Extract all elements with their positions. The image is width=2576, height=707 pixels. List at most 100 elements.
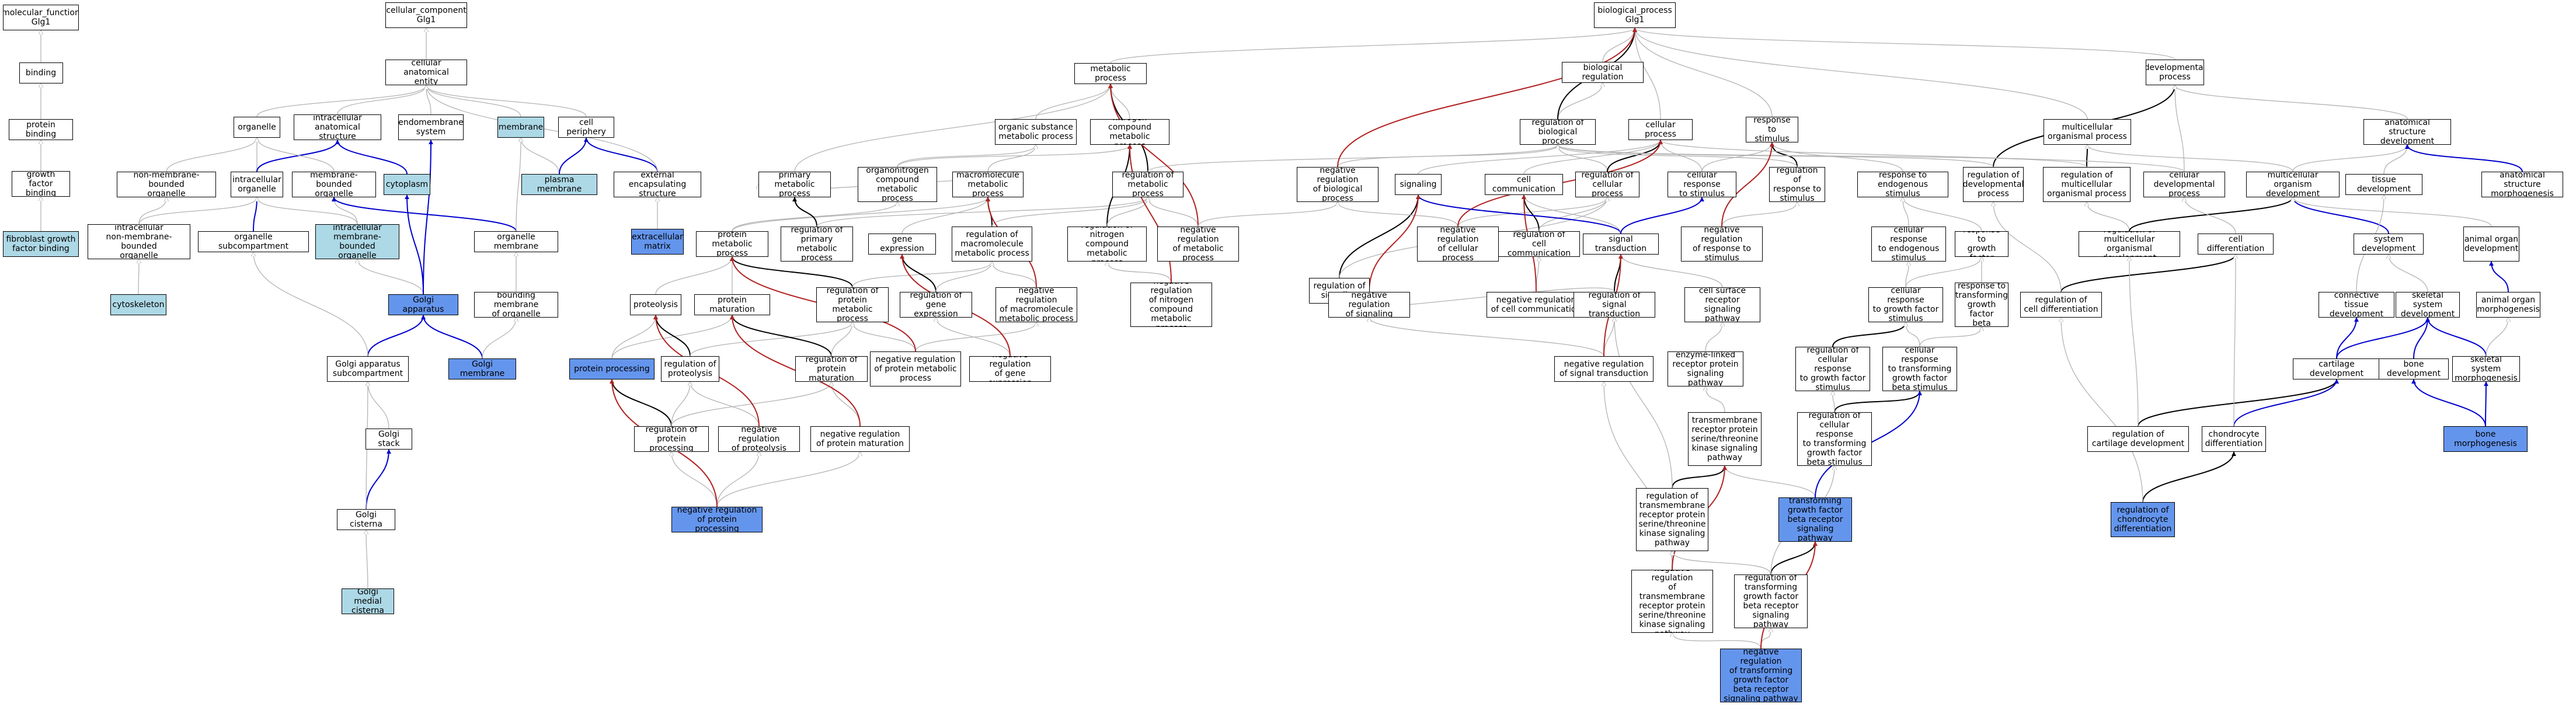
term-node-intramemorg: intracellular membrane-bounded organelle: [315, 224, 399, 259]
edge-is_a-mcop-to-bp: [1635, 28, 2088, 120]
edge-is_a-golgimed-to-golgicis: [366, 530, 368, 589]
term-node-asm: anatomical structure morphogenesis: [2481, 172, 2563, 197]
term-node-sigtrans: signal transduction: [1583, 234, 1659, 255]
term-node-bonedev: bone development: [2379, 358, 2449, 379]
term-node-endomem: endomembrane system: [398, 114, 464, 140]
term-node-negregcp: negative regulation of cellular process: [1417, 227, 1499, 262]
edge-is_a-respendo-to-resp: [1772, 142, 1903, 172]
edge-is_a-cellproc-to-bp: [1635, 28, 1661, 120]
term-node-golgistack: Golgi stack: [365, 429, 412, 450]
edge-is_a-asd-to-devproc: [2175, 85, 2408, 120]
term-node-chondiff: chondrocyte differentiation: [2202, 426, 2266, 452]
edge-is_a-intranonmem-to-nonmemorg: [138, 197, 166, 225]
edge-is_a-tgfbrsp-to-tmrpstksp: [1725, 466, 1816, 498]
edge-black-reggeneexp-to-geneexp: [900, 254, 937, 292]
edge-is_a-negregresp-to-regresp: [1721, 202, 1797, 227]
edge-part_of-golgisub-to-golgi: [367, 315, 426, 357]
term-node-protmp: protein metabolic process: [696, 231, 768, 257]
term-node-regchondiff: regulation of chondrocyte differentiatio…: [2111, 502, 2175, 537]
edge-part_of-golgicis-to-golgistack: [365, 449, 391, 510]
edge-is_a-negregncmp-to-regncmp: [1107, 262, 1172, 283]
edge-is_a-negregmp-to-regmp: [1148, 197, 1199, 227]
term-node-orgmem: organelle membrane: [474, 231, 558, 252]
term-node-negregprotmat: negative regulation of protein maturatio…: [810, 426, 910, 452]
term-node-respendo: response to endogenous stimulus: [1857, 172, 1948, 197]
term-node-resptgfb: response to transforming growth factor b…: [1955, 283, 2008, 327]
edge-part_of-aom-to-animorgdev: [2489, 261, 2509, 292]
edge-is_a-regmacromp-to-regmp: [991, 197, 1148, 227]
edge-part_of-plasmamem-to-cellperiph: [559, 137, 589, 175]
edge-is_a-negregprotmp-to-regprotmp: [852, 322, 916, 352]
term-node-regsigtrans: regulation of signal transduction: [1574, 292, 1655, 318]
edge-is_a-regtmrpstksp-to-regsigtrans: [1614, 318, 1673, 489]
term-node-macromp: macromolecule metabolic process: [952, 172, 1024, 197]
term-node-extencap: external encapsulating structure: [614, 172, 701, 197]
edge-is_a-intramemorg-to-membbound: [334, 197, 358, 225]
term-node-mf: molecular_function Glg1: [3, 5, 79, 30]
term-node-ssd: skeletal system development: [2396, 292, 2460, 318]
edge-part_of-bonedev-to-ssd: [2413, 317, 2430, 359]
edge-is_a-regprotproc-to-regproteolysis: [671, 382, 690, 427]
term-node-fgfbind: fibroblast growth factor binding: [3, 231, 79, 257]
edge-is_a-csrsp-to-sigtrans: [1621, 255, 1723, 288]
edge-is_a-membrane-to-cae: [426, 85, 521, 117]
term-node-negregmp: negative regulation of metabolic process: [1157, 227, 1239, 262]
edge-part_of-orgmem-to-membbound: [332, 197, 517, 232]
edge-black-regprimmp-to-primmp: [792, 197, 817, 227]
term-node-reggeneexp: regulation of gene expression: [900, 292, 972, 318]
edge-is_a-protproc-to-protmat: [611, 315, 732, 359]
term-node-mcod: multicellular organism development: [2246, 172, 2340, 197]
edge-is_a-regchondiff-to-regcelldiff: [2061, 318, 2143, 503]
term-node-elrpsp: enzyme-linked receptor protein signaling…: [1668, 351, 1743, 386]
edge-part_of-cytoplasm-to-ias: [335, 140, 408, 175]
term-node-ias: intracellular anatomical structure: [294, 114, 381, 140]
term-node-regprimmp: regulation of primary metabolic process: [781, 227, 853, 262]
term-node-geneexp: gene expression: [868, 234, 936, 255]
term-node-regcc: regulation of cell communication: [1498, 231, 1580, 257]
term-node-plasmamem: plasma membrane: [521, 174, 597, 195]
edge-part_of-golgi-to-cytoplasm: [405, 194, 424, 295]
edge-is_a-plasmamem-to-membrane: [521, 138, 560, 175]
term-node-negregproteolysis: negative regulation of proteolysis: [718, 426, 800, 452]
term-node-binding: binding: [19, 62, 63, 83]
term-node-negregsigtrans: negative regulation of signal transducti…: [1554, 356, 1653, 382]
edge-is_a-proteolysis-to-protmp: [655, 257, 732, 295]
edge-is_a-reggeneexp-to-regmacromp: [935, 262, 992, 292]
term-node-ssm: skeletal system morphogenesis: [2452, 356, 2520, 382]
term-node-cellproc: cellular process: [1628, 119, 1693, 140]
term-node-protmat: protein maturation: [694, 294, 770, 315]
term-node-regmcop: regulation of multicellular organismal p…: [2043, 167, 2131, 202]
edge-is_a-negregproteolysis-to-regproteolysis: [690, 382, 760, 427]
edge-is_a-cellperiph-to-cae: [426, 85, 587, 117]
edge-is_a-negregcp-to-negregbp: [1338, 202, 1458, 227]
edge-is_a-macromp-to-osmp: [987, 145, 1036, 172]
term-node-regtmrpstksp: regulation of transmembrane receptor pro…: [1636, 488, 1708, 551]
edge-is_a-regcellresptgfb-to-regcellrespgf: [1833, 391, 1834, 413]
edge-is_a-negregcp-to-regcp: [1457, 197, 1607, 227]
edge-part_of-sigtrans-to-cellresp: [1620, 197, 1704, 234]
edge-is_a-regtgfbrsp-to-regtmrpstksp: [1672, 551, 1771, 575]
edge-black-regprotmat-to-protmat: [730, 315, 832, 357]
term-node-csrsp: cell surface receptor signaling pathway: [1684, 287, 1760, 322]
edge-is_a-regprotproc-to-regprotmat: [671, 382, 831, 427]
term-node-cellrespgf: cellular response to growth factor stimu…: [1868, 287, 1943, 322]
term-node-negregprotmp: negative regulation of protein metabolic…: [870, 351, 961, 386]
edge-is_a-osmp-to-metab: [1035, 84, 1111, 120]
edge-part_of-golgimem-to-golgi: [421, 315, 483, 359]
term-node-proteolysis: proteolysis: [630, 294, 681, 315]
term-node-golgimem: Golgi membrane: [448, 358, 516, 379]
term-node-regbp: regulation of biological process: [1520, 119, 1596, 145]
term-node-regmcod: regulation of multicellular organismal d…: [2079, 231, 2180, 257]
edge-is_a-celldiff-to-celldev: [2184, 197, 2236, 234]
edge-black-regtgfbrsp-to-tgfbrsp: [1770, 541, 1818, 575]
term-node-ncmp: nitrogen compound metabolic process: [1090, 119, 1169, 145]
term-node-aom: animal organ morphogenesis: [2476, 292, 2540, 318]
term-node-cytoskeleton: cytoskeleton: [110, 294, 166, 315]
term-node-regcelldiff: regulation of cell differentiation: [2020, 292, 2102, 318]
term-node-primmp: primary metabolic process: [758, 172, 831, 197]
term-node-regcellresptgfb: regulation of cellular response to trans…: [1797, 412, 1872, 466]
edge-regulates-negregmp-to-metab: [1108, 83, 1199, 227]
term-node-protbind: protein binding: [9, 119, 73, 140]
term-node-regresp: regulation of response to stimulus: [1769, 167, 1825, 202]
edge-is_a-onmp-to-osmp: [897, 145, 1036, 168]
